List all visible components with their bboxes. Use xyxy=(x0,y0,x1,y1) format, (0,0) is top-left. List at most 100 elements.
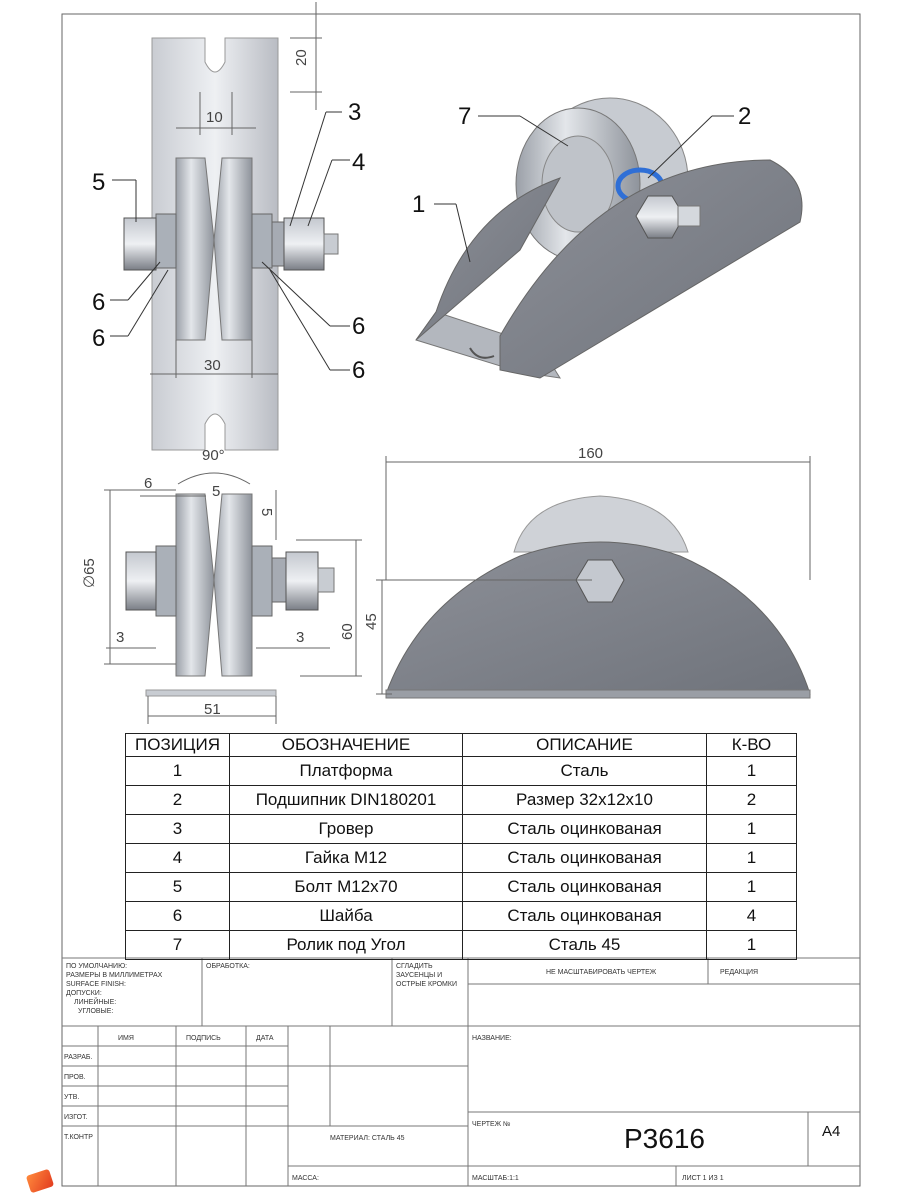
callout-5: 5 xyxy=(92,169,105,196)
table-row: 7 Ролик под Угол Сталь 45 1 xyxy=(125,930,797,960)
table-row: 1 Платформа Сталь 1 xyxy=(125,756,797,786)
cell-designation: Гайка М12 xyxy=(229,843,463,873)
dimension-30: 30 xyxy=(204,357,221,374)
front-view xyxy=(123,37,339,451)
cell-designation: Болт М12x70 xyxy=(229,872,463,902)
table-row: 5 Болт М12x70 Сталь оцинкованая 1 xyxy=(125,872,797,902)
cell-description: Сталь оцинкованая xyxy=(462,814,707,844)
dimension-10: 10 xyxy=(206,109,223,126)
callout-4: 4 xyxy=(352,149,365,176)
dimension-5-top: 5 xyxy=(212,483,220,500)
tb-stladit-2: ЗАУСЕНЦЫ И xyxy=(396,972,442,979)
cell-position: 7 xyxy=(125,930,230,960)
table-row: 3 Гровер Сталь оцинкованая 1 xyxy=(125,814,797,844)
tb-col-date: ДАТА xyxy=(256,1035,274,1042)
cell-quantity: 1 xyxy=(706,843,797,873)
tb-obrabotka: ОБРАБОТКА: xyxy=(206,963,250,970)
isometric-leaders xyxy=(434,115,734,263)
callout-2: 2 xyxy=(738,103,751,130)
tb-role: Утв. xyxy=(64,1094,79,1101)
cell-position: 1 xyxy=(125,756,230,786)
cell-position: 5 xyxy=(125,872,230,902)
header-designation: ОБОЗНАЧЕНИЕ xyxy=(229,733,463,757)
tb-default-line: ДОПУСКИ: xyxy=(66,990,102,997)
table-row: 2 Подшипник DIN180201 Размер 32x12x10 2 xyxy=(125,785,797,815)
header-position: ПОЗИЦИЯ xyxy=(125,733,230,757)
tb-role: Разраб. xyxy=(64,1054,92,1061)
cell-position: 6 xyxy=(125,901,230,931)
callout-6-right-bottom: 6 xyxy=(352,357,365,384)
dimension-51: 51 xyxy=(204,701,221,718)
cell-designation: Гровер xyxy=(229,814,463,844)
table-header-row: ПОЗИЦИЯ ОБОЗНАЧЕНИЕ ОПИСАНИЕ К-ВО xyxy=(125,733,797,757)
cell-quantity: 1 xyxy=(706,756,797,786)
title-block-defaults: ПО УМОЛЧАНИЮ: РАЗМЕРЫ В МИЛЛИМЕТРАХ SURF… xyxy=(66,963,163,1015)
tb-role: Изгот. xyxy=(64,1114,88,1121)
cell-position: 2 xyxy=(125,785,230,815)
tb-role: Пров. xyxy=(64,1074,86,1081)
tb-col-name: ИМЯ xyxy=(118,1035,134,1042)
dimension-45: 45 xyxy=(363,613,380,630)
callout-6-left-top: 6 xyxy=(92,289,105,316)
cell-description: Сталь оцинкованая xyxy=(462,901,707,931)
tb-default-line: РАЗМЕРЫ В МИЛЛИМЕТРАХ xyxy=(66,972,163,979)
cell-designation: Ролик под Угол xyxy=(229,930,463,960)
cell-description: Сталь 45 xyxy=(462,930,707,960)
header-description: ОПИСАНИЕ xyxy=(462,733,707,757)
table-row: 4 Гайка М12 Сталь оцинкованая 1 xyxy=(125,843,797,873)
tb-chertezh-label: ЧЕРТЕЖ № xyxy=(472,1121,511,1128)
tb-material: МАТЕРИАЛ: СТАЛЬ 45 xyxy=(330,1135,405,1142)
flat-side-view xyxy=(385,495,811,699)
callout-6-right-top: 6 xyxy=(352,313,365,340)
front-view-dimensions xyxy=(150,2,322,378)
tb-stladit-1: СГЛАДИТЬ xyxy=(396,963,433,970)
tb-default-line: УГЛОВЫЕ: xyxy=(78,1008,113,1015)
tb-default-line: ПО УМОЛЧАНИЮ: xyxy=(66,963,127,970)
cell-quantity: 2 xyxy=(706,785,797,815)
tb-col-signature: ПОДПИСЬ xyxy=(186,1035,221,1042)
dimension-160: 160 xyxy=(578,445,603,462)
cell-position: 4 xyxy=(125,843,230,873)
tb-ne-masshtab: НЕ МАСШТАБИРОВАТЬ ЧЕРТЕЖ xyxy=(546,969,657,976)
dimension-90-deg: 90° xyxy=(202,447,225,464)
cell-designation: Подшипник DIN180201 xyxy=(229,785,463,815)
dimension-6: 6 xyxy=(144,475,152,492)
cell-quantity: 4 xyxy=(706,901,797,931)
callout-6-left-bottom: 6 xyxy=(92,325,105,352)
dimension-diameter-65: ∅65 xyxy=(81,558,98,588)
side-view-dimensions xyxy=(104,472,362,724)
dimension-5-side: 5 xyxy=(258,508,275,516)
drawing-border xyxy=(61,13,861,1187)
side-view xyxy=(125,493,335,697)
tb-massa: МАССА: xyxy=(292,1175,319,1182)
title-block-lines xyxy=(62,957,860,1186)
dimension-20: 20 xyxy=(293,49,310,66)
header-quantity: К-ВО xyxy=(706,733,797,757)
tb-default-line: ЛИНЕЙНЫЕ: xyxy=(74,997,116,1006)
cell-quantity: 1 xyxy=(706,930,797,960)
cell-designation: Шайба xyxy=(229,901,463,931)
front-view-leaders xyxy=(110,111,350,371)
tb-stladit-3: ОСТРЫЕ КРОМКИ xyxy=(396,981,457,988)
tb-role: Т.контр xyxy=(64,1134,93,1141)
dimension-60: 60 xyxy=(339,623,356,640)
tb-masshtab: МАСШТАБ:1:1 xyxy=(472,1175,519,1182)
dimension-3-left: 3 xyxy=(116,629,124,646)
tb-redakciya: РЕДАКЦИЯ xyxy=(720,969,758,976)
cell-description: Сталь оцинкованая xyxy=(462,872,707,902)
cell-description: Сталь оцинкованая xyxy=(462,843,707,873)
callout-7: 7 xyxy=(458,103,471,130)
cell-quantity: 1 xyxy=(706,872,797,902)
tb-format: А4 xyxy=(822,1123,840,1140)
cell-designation: Платформа xyxy=(229,756,463,786)
cell-quantity: 1 xyxy=(706,814,797,844)
cell-position: 3 xyxy=(125,814,230,844)
isometric-view xyxy=(415,97,803,379)
tb-default-line: SURFACE FINISH: xyxy=(66,981,126,988)
tb-drawing-number: Р3616 xyxy=(624,1123,705,1154)
flat-side-dimensions xyxy=(376,456,811,695)
tb-list: ЛИСТ 1 ИЗ 1 xyxy=(682,1175,724,1182)
cell-description: Размер 32x12x10 xyxy=(462,785,707,815)
callout-1: 1 xyxy=(412,191,425,218)
